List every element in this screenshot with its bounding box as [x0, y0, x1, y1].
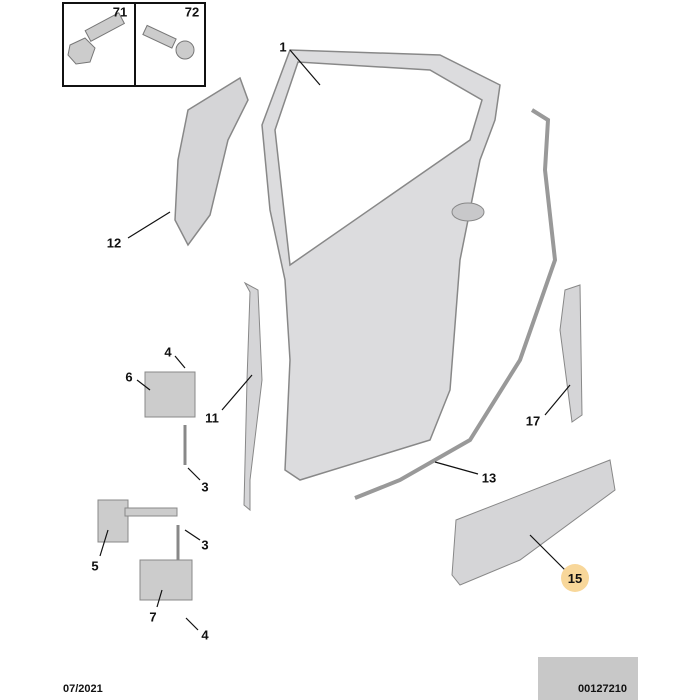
label-72: 72 — [184, 4, 200, 20]
label-5: 5 — [91, 558, 99, 574]
label-17: 17 — [525, 413, 541, 429]
weatherstrip-13-shape — [354, 108, 558, 500]
hinge-7-shape — [139, 559, 193, 601]
callout-leaders — [99, 49, 571, 631]
label-12: 12 — [106, 235, 122, 251]
check-strap-5-shape — [97, 499, 129, 543]
door-handle — [451, 202, 485, 222]
label-1: 1 — [279, 39, 287, 55]
label-11: 11 — [205, 410, 219, 426]
label-71: 71 — [112, 4, 128, 20]
label-15-highlighted: 15 — [561, 564, 589, 592]
diagram-code: 00127210 — [578, 683, 627, 695]
watermark-logo — [538, 657, 638, 700]
label-7: 7 — [149, 609, 157, 625]
label-4-lower: 4 — [201, 627, 209, 643]
screw-72-icon — [142, 24, 195, 60]
hinge-6-shape — [144, 371, 196, 418]
label-6: 6 — [125, 369, 133, 385]
trim-17-shape — [559, 284, 583, 423]
door-window-frame — [274, 61, 483, 267]
label-3: 3 — [201, 479, 209, 495]
screw-71-icon — [67, 12, 126, 65]
label-13: 13 — [481, 470, 497, 486]
label-4: 4 — [164, 344, 172, 360]
moulding-15-shape — [451, 459, 616, 586]
check-strap-arm — [124, 507, 178, 517]
door-panel-12-shape — [174, 76, 249, 247]
fastener-inset-boxes — [62, 2, 206, 87]
diagram-date: 07/2021 — [63, 683, 103, 695]
seal-11-shape — [243, 281, 263, 512]
label-3-lower: 3 — [201, 537, 209, 553]
